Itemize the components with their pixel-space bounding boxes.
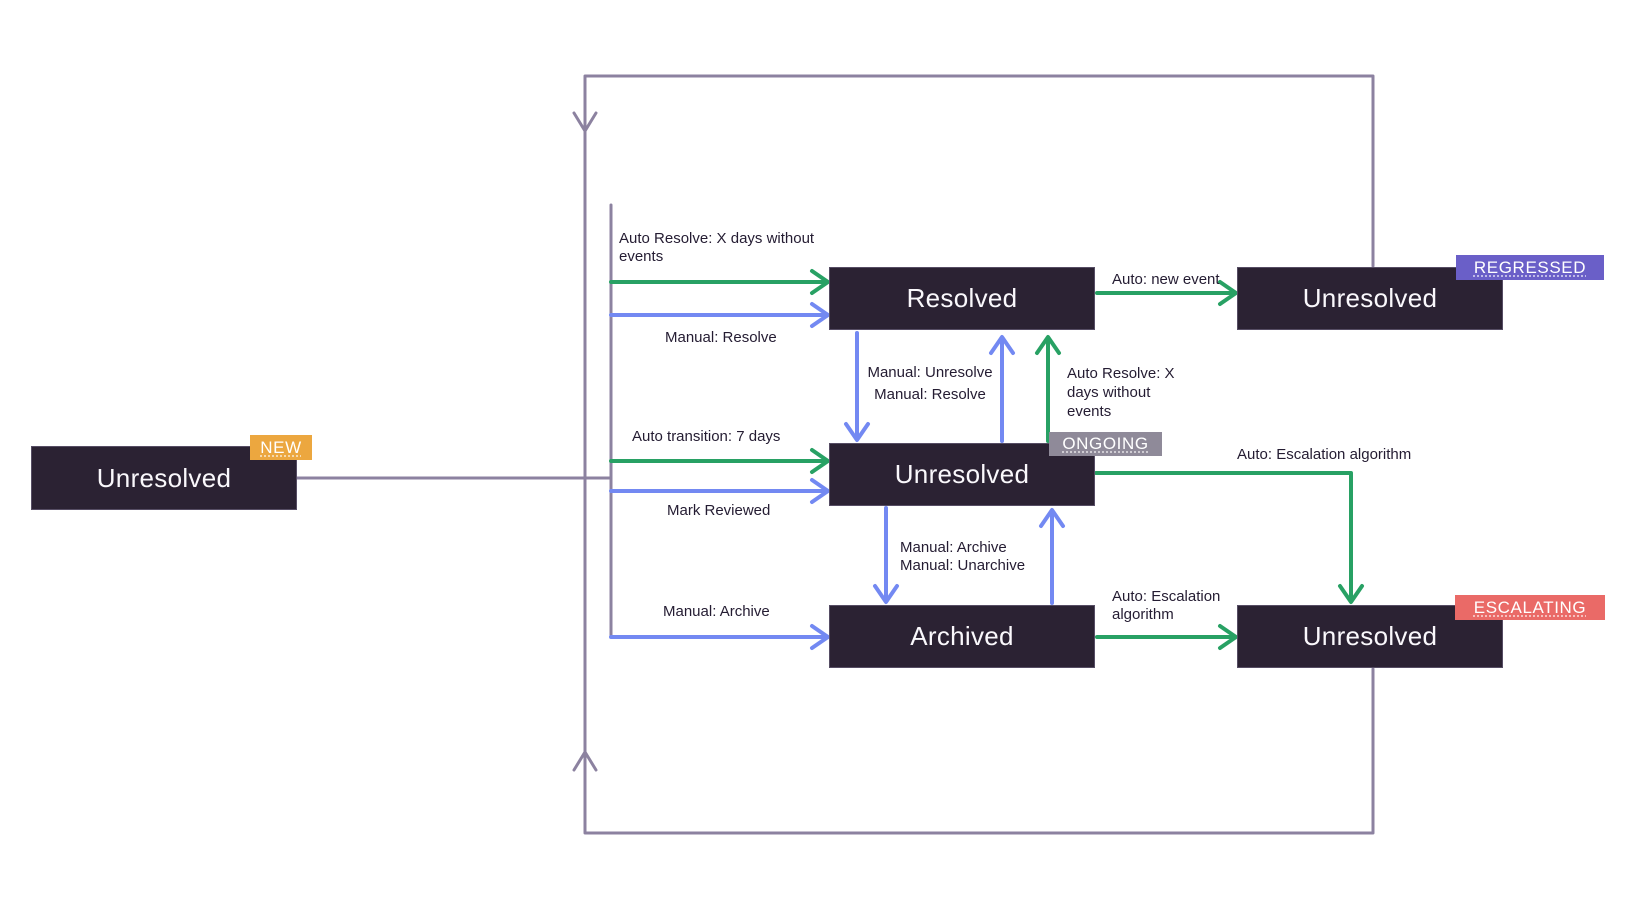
auto-resolve-arrow bbox=[609, 269, 830, 295]
manual-archive-from-ongoing-arrow bbox=[873, 506, 899, 604]
regressed-badge: REGRESSED bbox=[1456, 255, 1604, 280]
state-box-unresolved-escalating: Unresolved bbox=[1237, 605, 1503, 668]
loop-arrow-up-icon bbox=[572, 750, 598, 772]
auto-escalation-from-archived-arrow bbox=[1095, 624, 1238, 650]
new-badge: NEW bbox=[250, 435, 312, 460]
state-label: Resolved bbox=[906, 283, 1018, 313]
transition-label-auto-resolve-from-ongoing: Auto Resolve: X days without events bbox=[1067, 365, 1175, 420]
state-box-resolved: Resolved bbox=[829, 267, 1095, 330]
state-box-unresolved-ongoing: Unresolved bbox=[829, 443, 1095, 506]
manual-unresolve-arrow bbox=[844, 331, 870, 442]
manual-resolve-from-ongoing-arrow bbox=[989, 335, 1015, 443]
state-label: Unresolved bbox=[96, 462, 232, 493]
transition-label-manual-unresolve: Manual: Unresolve bbox=[867, 364, 993, 381]
state-box-archived: Archived bbox=[829, 605, 1095, 668]
transition-label-manual-resolve: Manual: Resolve bbox=[665, 329, 777, 346]
transition-label-auto-escalation-from-archived: Auto: Escalation algorithm bbox=[1112, 588, 1221, 623]
auto-escalation-from-ongoing-arrow bbox=[1094, 471, 1364, 604]
manual-unarchive-arrow bbox=[1039, 508, 1065, 605]
escalating-badge: ESCALATING bbox=[1455, 595, 1605, 620]
transition-label-manual-archive: Manual: Archive bbox=[663, 603, 770, 620]
transition-label-manual-unarchive: Manual: Unarchive bbox=[900, 557, 1026, 574]
transition-label-mark-reviewed: Mark Reviewed bbox=[667, 502, 771, 519]
state-label: Archived bbox=[910, 621, 1014, 651]
transition-label-manual-resolve-from-ongoing: Manual: Resolve bbox=[874, 386, 986, 403]
transition-label-manual-archive-from-ongoing: Manual: Archive bbox=[900, 539, 1007, 556]
auto-new-event-arrow bbox=[1095, 280, 1238, 306]
transition-label-auto-escalation-from-ongoing: Auto: Escalation algorithm bbox=[1237, 446, 1412, 463]
state-label: Unresolved bbox=[1302, 621, 1438, 651]
auto-resolve-from-ongoing-arrow bbox=[1035, 335, 1061, 443]
feedback-loop-connector bbox=[583, 74, 1375, 835]
transition-label-auto-new-event: Auto: new event bbox=[1112, 271, 1220, 288]
manual-resolve-arrow bbox=[609, 302, 830, 328]
transition-label-auto-transition: Auto transition: 7 days bbox=[632, 428, 781, 445]
mark-reviewed-arrow bbox=[609, 478, 830, 504]
manual-archive-to-archived-arrow bbox=[609, 624, 830, 650]
loop-arrow-down-icon bbox=[572, 111, 598, 133]
state-label: Unresolved bbox=[1302, 283, 1438, 313]
transition-label-auto-resolve: Auto Resolve: X days without events bbox=[619, 230, 815, 265]
state-label: Unresolved bbox=[894, 459, 1030, 489]
ongoing-badge: ONGOING bbox=[1049, 432, 1162, 456]
auto-transition-arrow bbox=[609, 448, 830, 474]
